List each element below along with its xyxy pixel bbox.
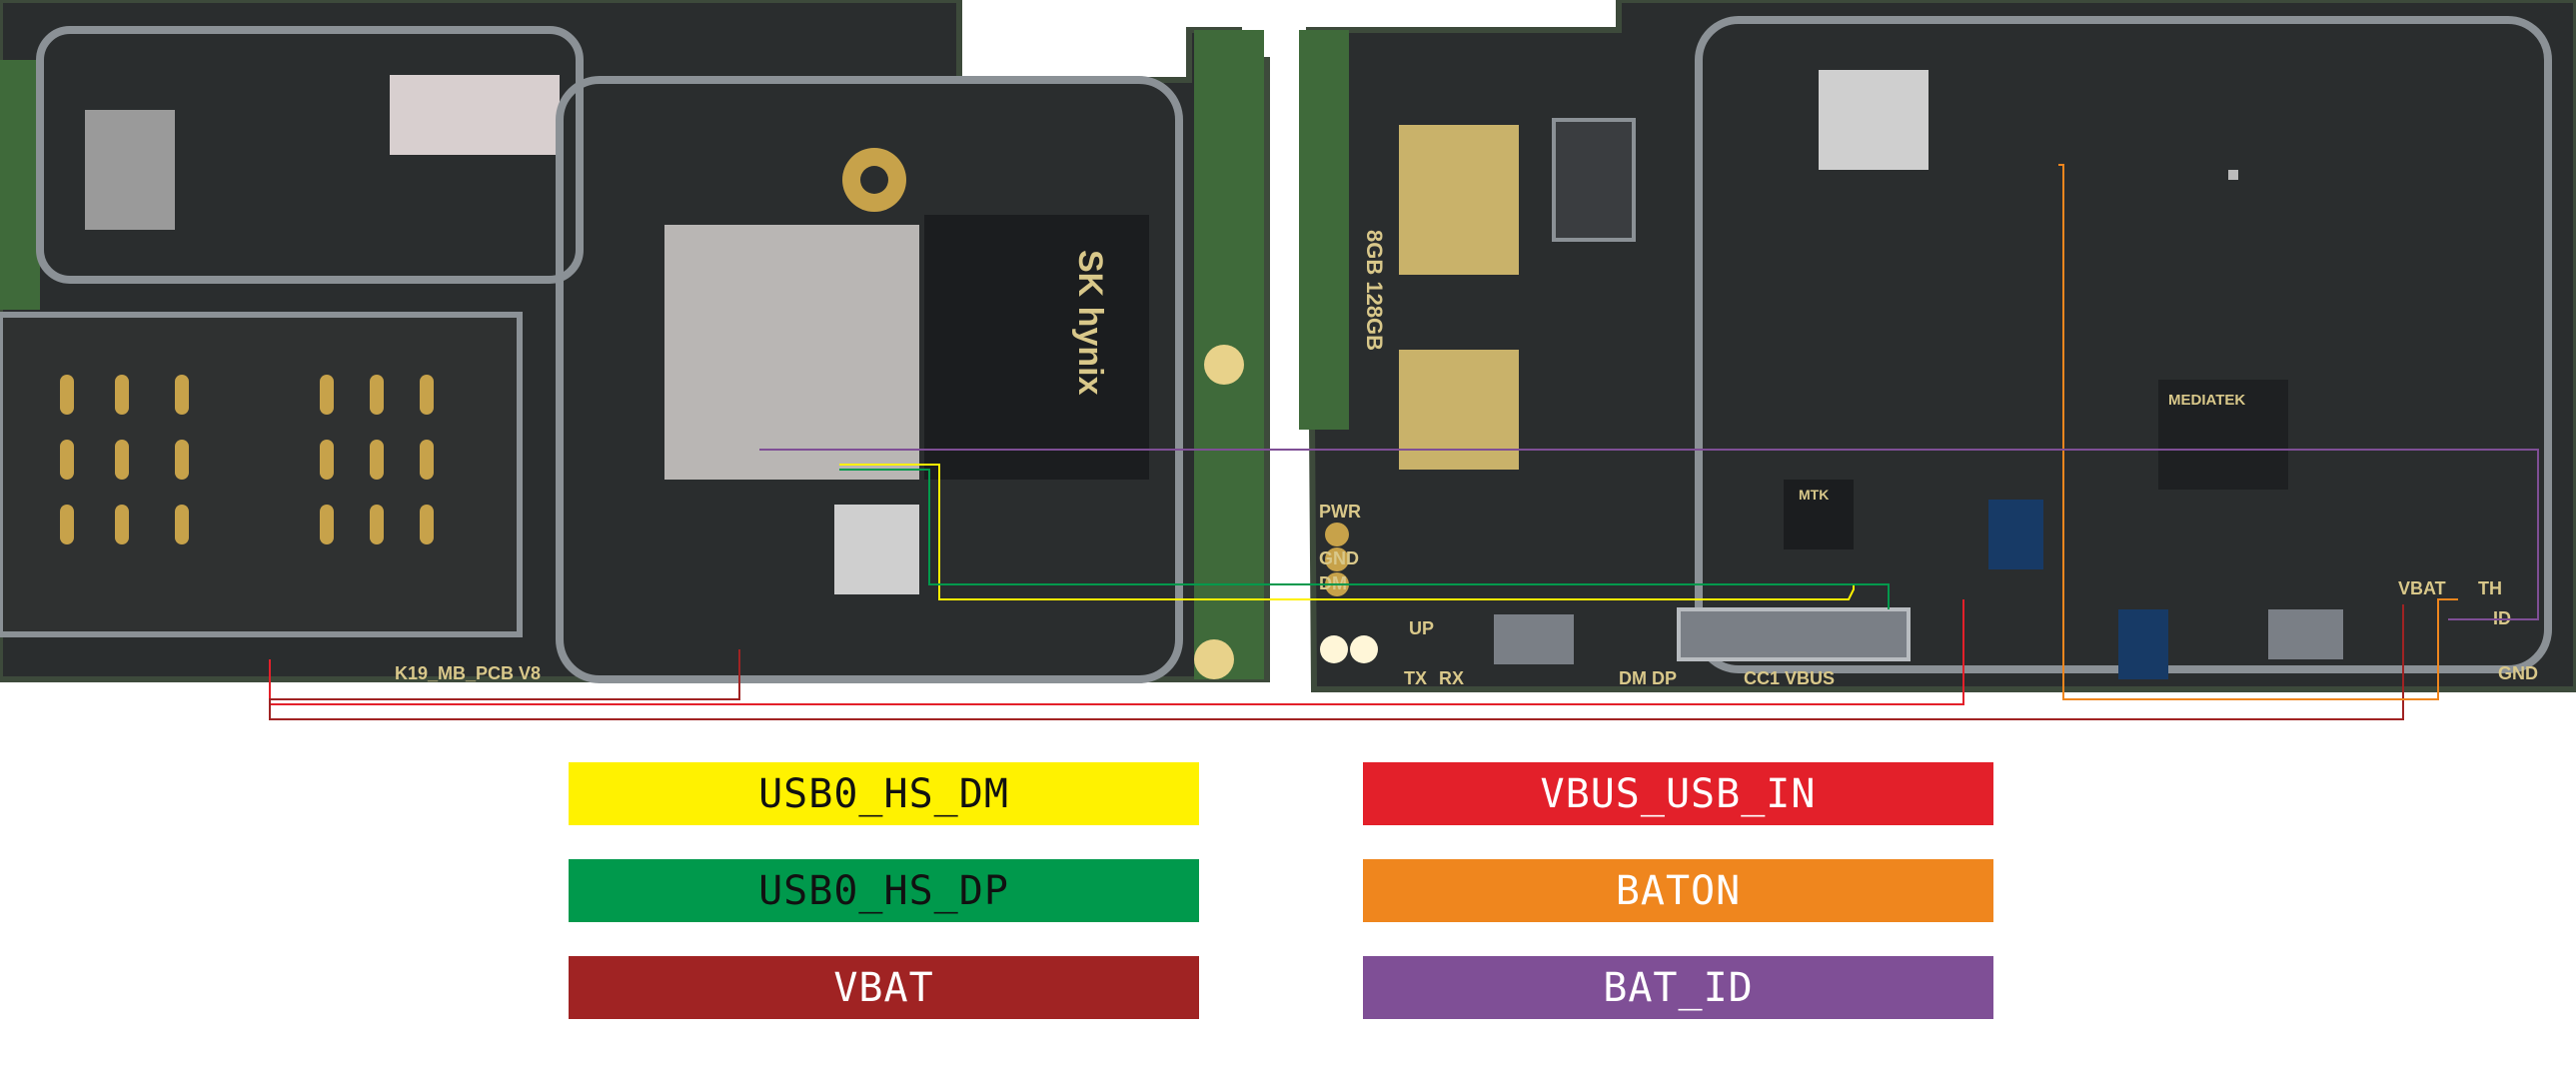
right-board: 8GB 128GB MEDIATEK MTK PWR GND DM UP TX … — [1299, 0, 2576, 692]
legend-label: BAT_ID — [1603, 964, 1754, 1011]
pcb-board-diagram: SK hynix K19_MB_PCB V8 8GB 128GB MEDIATE… — [0, 0, 2576, 720]
soc-label: MEDIATEK — [2168, 392, 2245, 409]
trace-baton — [2058, 164, 2458, 700]
memory-chip-small — [85, 110, 175, 230]
soc-bga — [664, 225, 919, 480]
pad-gnd-right: GND — [2498, 663, 2538, 683]
gold-shield-2 — [1399, 350, 1519, 470]
legend-label: VBAT — [833, 964, 934, 1011]
pad-gnd: GND — [1319, 548, 1359, 568]
trace-usb-dm — [839, 464, 1855, 600]
legend-label: BATON — [1615, 867, 1742, 914]
pad-dm-dp: DM DP — [1619, 668, 1677, 688]
trace-usb-dp — [839, 469, 1890, 609]
legend-baton: BATON — [1363, 859, 1993, 922]
pmic-label: MTK — [1799, 487, 1829, 503]
memory-chip-label: SK hynix — [1071, 250, 1109, 396]
pad-up: UP — [1409, 618, 1434, 638]
soc-chip — [2158, 380, 2288, 490]
legend-usb0-hs-dp: USB0_HS_DP — [569, 859, 1199, 922]
battery-connector — [1677, 607, 1911, 661]
legend-label: USB0_HS_DP — [758, 867, 1009, 914]
pad-cc1-vbus: CC1 VBUS — [1744, 668, 1835, 688]
pad-vbat: VBAT — [2398, 578, 2446, 598]
pad-tx: TX — [1404, 668, 1427, 688]
signal-traces — [269, 164, 2539, 720]
legend-vbat: VBAT — [569, 956, 1199, 1019]
pad-rx: RX — [1439, 668, 1464, 688]
legend-usb0-hs-dm: USB0_HS_DM — [569, 762, 1199, 825]
legend-vbus-usb-in: VBUS_USB_IN — [1363, 762, 1993, 825]
storage-label: 8GB 128GB — [1362, 230, 1387, 351]
trace-vbus — [269, 599, 1964, 705]
memory-chip — [924, 215, 1149, 480]
left-pcb-label: K19_MB_PCB V8 — [395, 663, 541, 683]
legend-label: VBUS_USB_IN — [1540, 770, 1817, 817]
gold-shield-1 — [1399, 125, 1519, 275]
trace-bat-id — [759, 449, 2539, 620]
legend-label: USB0_HS_DM — [758, 770, 1009, 817]
sim-tray — [0, 312, 523, 637]
left-board: SK hynix K19_MB_PCB V8 — [0, 0, 1270, 683]
legend-bat-id: BAT_ID — [1363, 956, 1993, 1019]
pad-th: TH — [2478, 578, 2502, 598]
pad-pwr: PWR — [1319, 502, 1361, 522]
